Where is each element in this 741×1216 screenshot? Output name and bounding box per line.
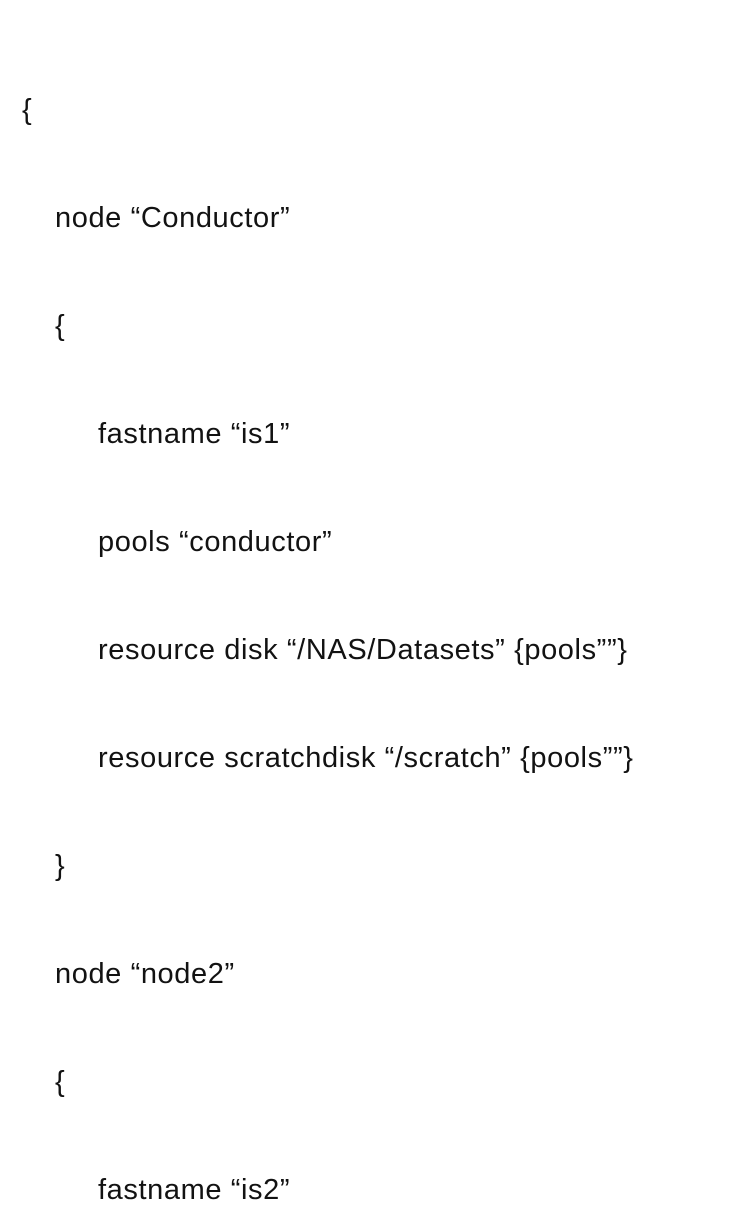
code-line: resource disk “/NAS/Datasets” {pools””} <box>98 634 628 666</box>
code-line: resource scratchdisk “/scratch” {pools””… <box>98 742 634 774</box>
code-line: pools “conductor” <box>98 526 333 558</box>
code-line: fastname “is2” <box>98 1174 291 1206</box>
code-line: { <box>22 94 33 126</box>
code-line: node “node2” <box>55 958 235 990</box>
code-line: { <box>55 310 66 342</box>
code-line: node “Conductor” <box>55 202 291 234</box>
code-line: { <box>55 1066 66 1098</box>
code-line: } <box>55 850 66 882</box>
code-line: fastname “is1” <box>98 418 291 450</box>
